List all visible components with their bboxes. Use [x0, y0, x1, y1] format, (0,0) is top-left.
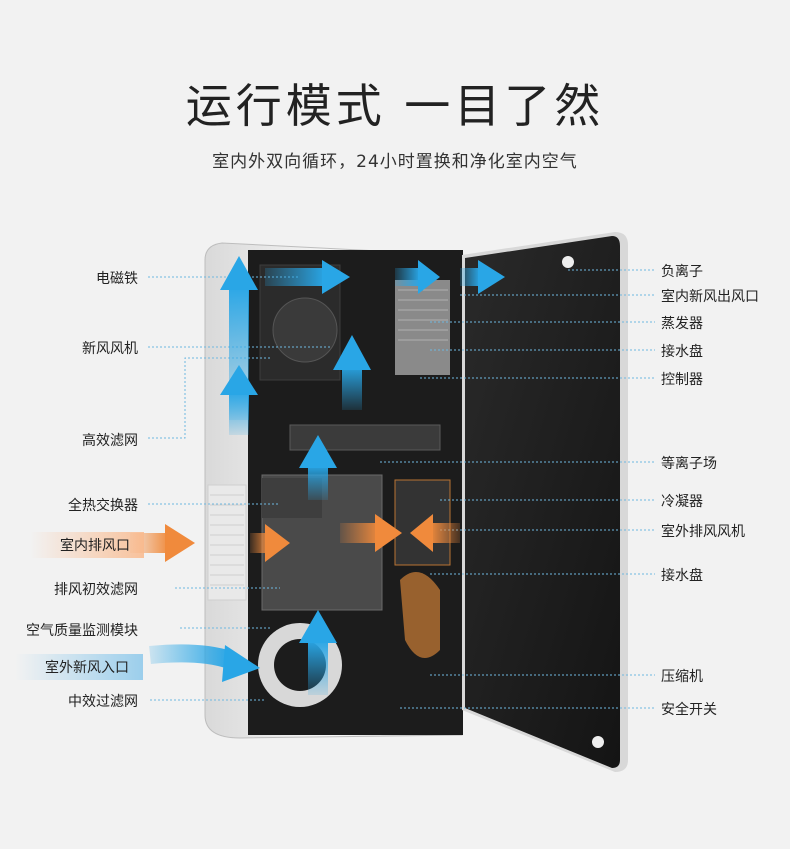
label-outdoor-exhaust-fan: 室外排风风机 — [661, 524, 745, 540]
label-hepa-filter: 高效滤网 — [82, 433, 138, 449]
label-indoor-exhaust-inlet: 室内排风口 — [30, 532, 144, 558]
label-air-quality-module: 空气质量监测模块 — [26, 623, 138, 639]
label-compressor: 压缩机 — [661, 669, 703, 685]
label-drip-tray-top: 接水盘 — [661, 344, 703, 360]
orange-arrow-icon — [250, 524, 290, 562]
blue-arrow-icon — [265, 260, 350, 294]
page-title: 运行模式 一目了然 — [185, 79, 605, 133]
label-medium-filter: 中效过滤网 — [68, 694, 138, 710]
orange-arrow-icon — [410, 514, 460, 552]
label-indoor-fresh-air-outlet: 室内新风出风口 — [661, 289, 759, 305]
label-plasma-field: 等离子场 — [661, 456, 717, 472]
leader-lines-right — [380, 269, 655, 709]
door-panel — [462, 232, 628, 772]
blue-arrow-icon — [299, 610, 337, 695]
fresh-air-arrows — [149, 256, 505, 695]
blue-arrow-icon — [395, 260, 440, 294]
label-electromagnet: 电磁铁 — [96, 271, 138, 287]
label-controller: 控制器 — [661, 372, 703, 388]
blue-arrow-icon — [460, 260, 505, 294]
label-outdoor-fresh-air-inlet: 室外新风入口 — [15, 654, 143, 680]
blue-arrow-icon — [149, 644, 260, 682]
leader-lines-left — [148, 276, 330, 701]
blue-arrow-icon — [299, 435, 337, 500]
orange-arrow-icon — [340, 514, 402, 552]
label-evaporator: 蒸发器 — [661, 316, 703, 332]
label-drip-tray-bottom: 接水盘 — [661, 568, 703, 584]
label-negative-ions: 负离子 — [661, 264, 703, 280]
blue-arrow-icon — [220, 365, 258, 435]
label-exhaust-primary-filter: 排风初效滤网 — [54, 582, 138, 598]
page-subtitle: 室内外双向循环，24小时置换和净化室内空气 — [212, 152, 578, 172]
exhaust-arrows — [130, 514, 460, 562]
label-heat-exchanger: 全热交换器 — [68, 498, 138, 514]
label-condenser: 冷凝器 — [661, 494, 703, 510]
label-safety-switch: 安全开关 — [661, 702, 717, 718]
label-fresh-air-fan: 新风风机 — [82, 341, 138, 357]
blue-arrow-icon — [333, 335, 371, 410]
